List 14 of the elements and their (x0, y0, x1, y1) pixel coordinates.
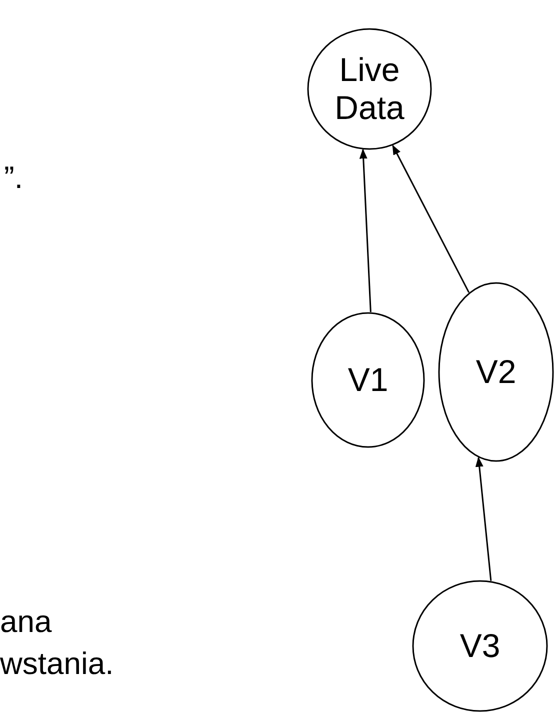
arrow (392, 144, 470, 293)
text-fragment: ana (0, 604, 52, 640)
text-fragment: ”. (4, 160, 23, 196)
ellipse-node (412, 580, 548, 712)
ellipse-node (438, 282, 554, 462)
node-label: V3 (460, 627, 500, 665)
node-label: V1 (348, 361, 388, 399)
node-label: V2 (476, 353, 516, 391)
ellipse-node (311, 312, 425, 448)
arrow (475, 456, 492, 581)
ellipse-node (307, 28, 432, 150)
arrow (359, 148, 372, 312)
text-fragment: wstania. (0, 646, 114, 682)
node-label: Live Data (334, 51, 406, 127)
